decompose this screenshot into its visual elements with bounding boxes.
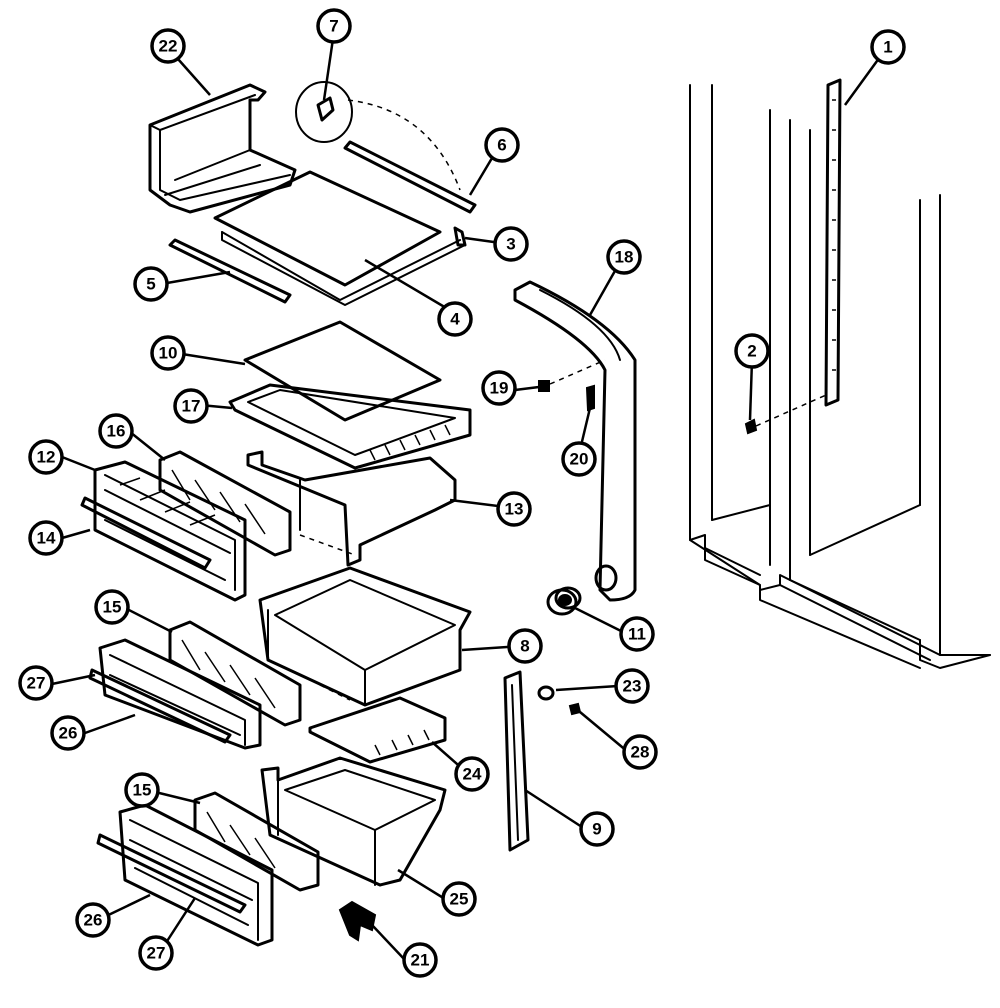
part-13-crisper-pan [246, 450, 457, 567]
part-12-drawer-front-upper [93, 460, 247, 602]
part-22-top-bin [148, 83, 297, 214]
part-1-shelf-rail [824, 78, 842, 407]
svg-text:23: 23 [623, 677, 642, 696]
part-6-shelf-strip [343, 140, 477, 214]
part-19-nut [538, 359, 606, 392]
callout-26-lower: 26 [75, 902, 111, 938]
svg-text:18: 18 [615, 248, 634, 267]
part-14-handle-upper [80, 496, 212, 570]
svg-text:25: 25 [450, 890, 469, 909]
svg-text:20: 20 [570, 450, 589, 469]
svg-text:10: 10 [159, 344, 178, 363]
part-2-screw [744, 394, 827, 435]
part-20-screw [585, 384, 595, 412]
svg-text:22: 22 [159, 37, 178, 56]
callout-17: 17 [173, 388, 209, 424]
callout-28: 28 [622, 734, 658, 770]
callout-4: 4 [437, 301, 473, 337]
svg-text:26: 26 [84, 911, 103, 930]
part-28-screw [568, 702, 582, 716]
part-27-handle-lower [96, 833, 247, 914]
callout-21: 21 [402, 942, 438, 978]
svg-text:14: 14 [37, 529, 56, 548]
svg-text:16: 16 [107, 422, 126, 441]
callout-22: 22 [150, 28, 186, 64]
callout-1: 1 [870, 29, 906, 65]
svg-text:8: 8 [520, 637, 529, 656]
svg-text:13: 13 [505, 500, 524, 519]
callout-23: 23 [614, 668, 650, 704]
callout-26-middle: 26 [50, 715, 86, 751]
svg-text:1: 1 [883, 38, 892, 57]
svg-text:5: 5 [146, 275, 155, 294]
part-25-lower-pan [260, 756, 447, 887]
callout-25: 25 [441, 881, 477, 917]
callout-3: 3 [493, 226, 529, 262]
svg-text:3: 3 [506, 235, 515, 254]
part-17-crisper-cover-frame [228, 383, 472, 470]
svg-text:27: 27 [27, 674, 46, 693]
svg-text:19: 19 [490, 379, 509, 398]
part-3-shelf-bracket [453, 226, 467, 247]
callout-8: 8 [507, 628, 543, 664]
svg-text:21: 21 [411, 951, 430, 970]
part-8-meat-pan [258, 566, 472, 707]
svg-text:24: 24 [463, 765, 482, 784]
part-15-drawer-cover-middle [168, 620, 302, 727]
part-11-spring [546, 586, 582, 616]
part-16-drawer-cover-upper [158, 450, 292, 557]
callout-11: 11 [619, 616, 655, 652]
part-9-support-rail [503, 670, 530, 852]
svg-text:17: 17 [182, 397, 201, 416]
callout-27-lower: 27 [138, 935, 174, 971]
svg-text:28: 28 [631, 743, 650, 762]
callout-15-middle: 15 [94, 589, 130, 625]
callout-14: 14 [28, 520, 64, 556]
callout-10: 10 [150, 335, 186, 371]
part-21-slide [338, 900, 377, 942]
svg-text:7: 7 [329, 17, 338, 36]
svg-text:15: 15 [103, 598, 122, 617]
callout-2: 2 [734, 333, 770, 369]
svg-text:26: 26 [59, 724, 78, 743]
callout-12: 12 [28, 439, 64, 475]
part-26-drawer-front-middle [98, 638, 262, 750]
callout-15-lower: 15 [124, 772, 160, 808]
callout-7: 7 [316, 8, 352, 44]
part-24-meat-pan-cover [308, 696, 447, 764]
part-4-glass-shelf [213, 170, 466, 306]
callout-24: 24 [454, 756, 490, 792]
callout-13: 13 [496, 491, 532, 527]
part-7-clip [295, 81, 461, 191]
part-18-tube [513, 280, 637, 602]
callout-20: 20 [561, 441, 597, 477]
svg-text:11: 11 [628, 625, 646, 644]
svg-text:9: 9 [592, 820, 601, 839]
callout-9: 9 [579, 811, 615, 847]
svg-text:15: 15 [133, 781, 152, 800]
callout-18: 18 [606, 239, 642, 275]
svg-text:27: 27 [147, 944, 166, 963]
part-23-grommet [537, 685, 555, 701]
part-5-shelf-rod [168, 238, 292, 304]
svg-text:2: 2 [747, 342, 756, 361]
callout-16: 16 [98, 413, 134, 449]
callout-27-middle: 27 [18, 665, 54, 701]
svg-text:4: 4 [450, 310, 460, 329]
svg-text:12: 12 [37, 448, 56, 467]
callout-6: 6 [484, 127, 520, 163]
callout-19: 19 [481, 370, 517, 406]
callouts: 1 2 3 4 5 6 7 8 [18, 8, 906, 978]
part-10-crisper-cover-glass [243, 320, 442, 422]
refrigerator-cabinet [689, 84, 991, 669]
callout-5: 5 [133, 266, 169, 302]
svg-text:6: 6 [497, 136, 506, 155]
leader-lines [51, 31, 887, 961]
